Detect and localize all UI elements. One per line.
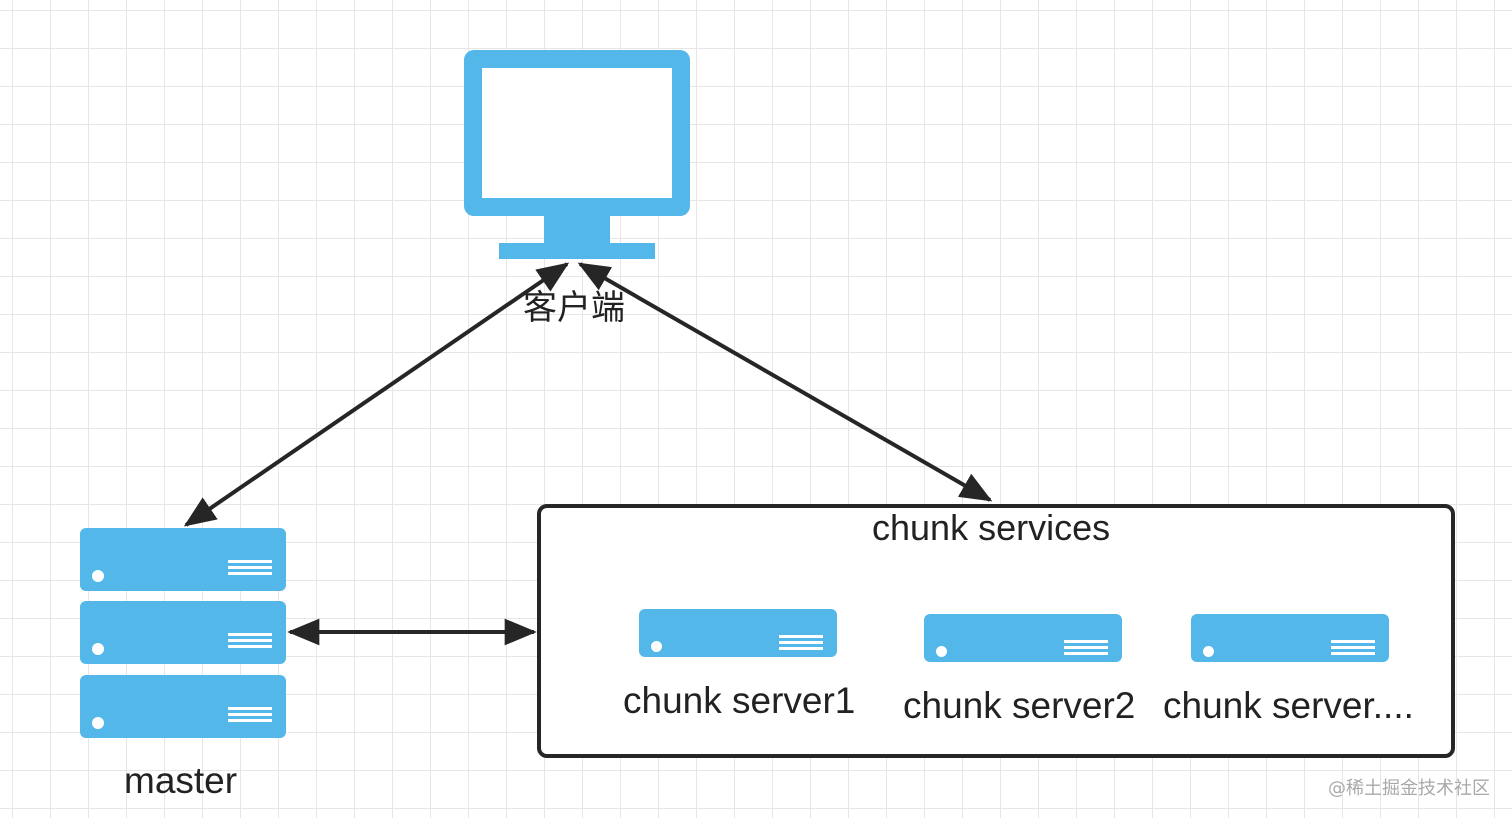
chunk-server-icon bbox=[1191, 614, 1389, 662]
client-label: 客户端 bbox=[523, 288, 625, 328]
master-label: master bbox=[124, 760, 238, 801]
chunk-server-label: chunk server1 bbox=[623, 680, 856, 721]
watermark: @稀土掘金技术社区 bbox=[1328, 778, 1490, 799]
chunk-server-label: chunk server.... bbox=[1163, 685, 1414, 726]
edge-client-chunk-services bbox=[577, 262, 993, 502]
edge-client-master bbox=[183, 262, 570, 527]
chunk-server-icon bbox=[924, 614, 1122, 662]
chunk-server-icon bbox=[639, 609, 837, 657]
client-monitor-icon bbox=[464, 50, 690, 260]
chunk-services-title: chunk services bbox=[872, 507, 1111, 548]
chunk-server-label: chunk server2 bbox=[903, 685, 1136, 726]
master-server-icon bbox=[80, 675, 286, 738]
master-server-icon bbox=[80, 601, 286, 664]
master-server-icon bbox=[80, 528, 286, 591]
